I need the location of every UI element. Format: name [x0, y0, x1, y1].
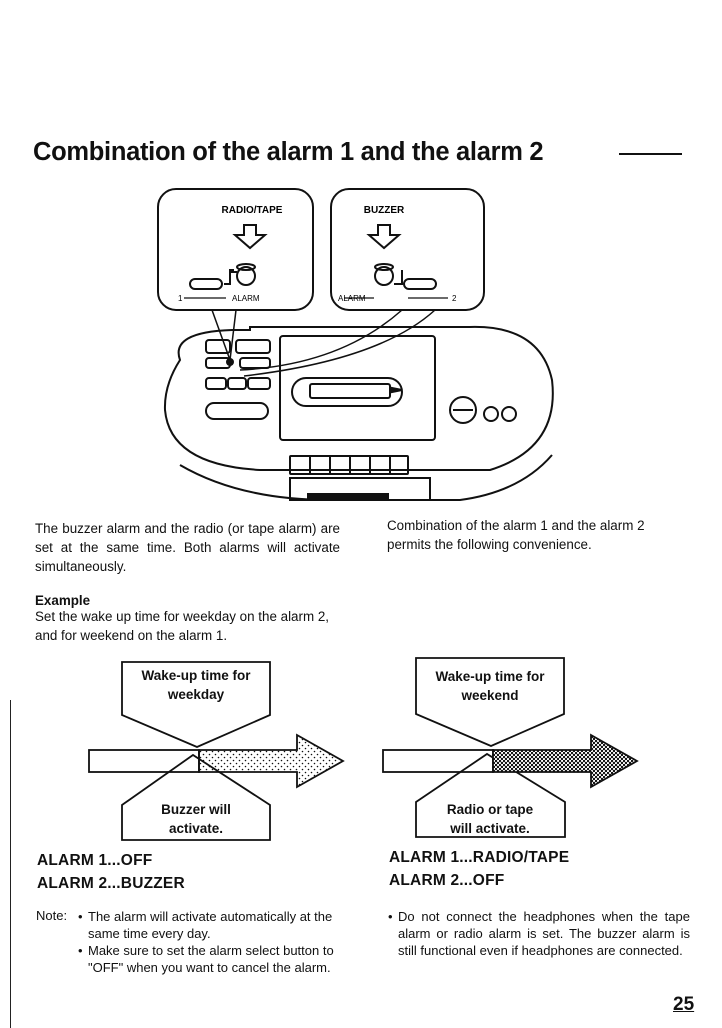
convenience-text: Combination of the alarm 1 and the alarm… [387, 518, 645, 552]
callout-radio-tape-label: RADIO/TAPE [222, 205, 283, 216]
heading-rule [619, 153, 682, 155]
margin-rule [10, 700, 11, 1028]
weekend-bottom-bubble-text: Radio or tape will activate. [446, 802, 534, 836]
page-number: 25 [673, 994, 695, 1015]
weekend-bottom-bubble [415, 752, 566, 838]
note-label: Note: [36, 908, 68, 923]
weekday-alarm-settings: ALARM 1...OFF ALARM 2...BUZZER [37, 852, 185, 892]
callout-left-scale-alarm: ALARM [232, 294, 260, 303]
weekend-top-bubble-text: Wake-up time for weekend [435, 669, 545, 703]
weekend-alarm-settings: ALARM 1...RADIO/TAPE ALARM 2...OFF [389, 849, 570, 889]
callout-right-scale-alarm: ALARM [338, 294, 366, 303]
intro-text: The buzzer alarm and the radio (or tape … [35, 521, 340, 574]
example-heading: Example [35, 593, 91, 608]
note-item: Make sure to set the alarm select button… [78, 942, 340, 976]
callout-buzzer-label: BUZZER [364, 205, 405, 216]
note-item: The alarm will activate automatically at… [78, 908, 340, 942]
weekday-top-bubble-text: Wake-up time for weekday [141, 668, 251, 702]
weekend-radio-arrow [492, 733, 639, 789]
down-arrow-icon [232, 224, 268, 250]
weekday-off-bar [88, 749, 200, 773]
weekend-diagram [382, 657, 639, 838]
weekday-diagram [88, 661, 345, 841]
example-text: Set the wake up time for weekday on the … [35, 609, 330, 643]
note-list-right: Do not connect the headphones when the t… [388, 908, 690, 959]
callout-buzzer-frame [330, 188, 485, 311]
note-list-left: The alarm will activate automatically at… [78, 908, 340, 976]
page-heading: Combination of the alarm 1 and the alarm… [33, 138, 544, 166]
radio-illustration: RADIO/TAPE BUZZER 1 ALARM ALARM 2 [157, 188, 554, 501]
weekday-bottom-bubble [121, 753, 271, 841]
callout-left-scale-1: 1 [178, 294, 183, 303]
note-item: Do not connect the headphones when the t… [388, 908, 690, 959]
weekday-buzzer-arrow [198, 733, 345, 789]
weekday-top-bubble [121, 661, 271, 748]
weekend-top-bubble [415, 657, 565, 747]
weekday-bottom-bubble-text: Buzzer will activate. [161, 802, 231, 836]
down-arrow-icon [366, 224, 402, 250]
callout-right-scale-2: 2 [452, 294, 457, 303]
